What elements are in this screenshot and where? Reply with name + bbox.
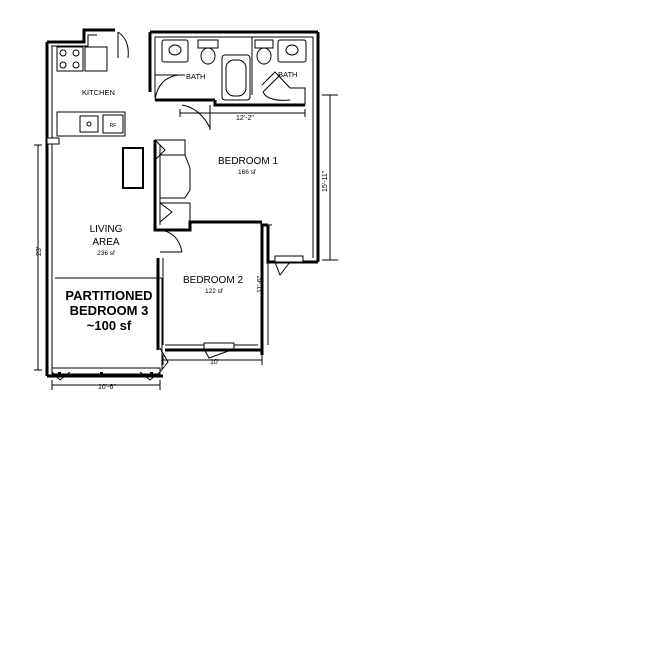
bath-right-door [262,74,291,101]
right-vanity-icon [277,39,307,63]
left-vanity-icon [161,39,189,63]
doors [154,74,291,253]
bedroom2-label: BEDROOM 2 [183,275,243,286]
dimension-labels: 12'-2" 15'-11" 23' 11'-6" 10' 10'-6" [36,115,329,391]
dimension-lines [34,94,338,390]
left-toilet-tank [197,39,219,49]
living-window [51,367,161,375]
bedroom1-window [274,255,304,263]
kitchen-island [122,147,144,189]
tub-icon [221,54,251,101]
windows [51,255,304,381]
dim-bedroom2-width: 10' [210,359,219,366]
bedroom2-sf: 122 sf [205,288,223,295]
range-icon [56,46,84,72]
bedroom1-label: BEDROOM 1 [218,156,278,167]
bath-fixtures [161,39,307,101]
living-sf: 236 sf [97,250,115,257]
dim-bedroom1-width: 12'-2" [236,115,254,122]
living-label-2: AREA [92,237,120,248]
partition-label-2: BEDROOM 3 [70,303,149,318]
svg-text:RF: RF [110,123,117,129]
bath-left-door [154,74,185,101]
partition-label-1: PARTITIONED [65,288,152,303]
dim-living-width: 10'-6" [98,384,116,391]
bath-right-label: BATH [278,70,297,79]
kitchen-label: KITCHEN [82,88,115,97]
fridge-icon [102,114,124,134]
bedroom2-door [159,229,183,253]
kitchen-fixtures: RF [46,46,144,189]
right-toilet-tank [254,39,274,49]
dim-bedroom1-depth: 15'-11" [322,170,329,192]
dim-bedroom2-depth: 11'-6" [257,275,264,293]
living-label-1: LIVING [90,224,123,235]
bedroom1-door [181,104,211,129]
left-toilet-icon [200,47,216,65]
room-labels: KITCHEN BATH BATH BEDROOM 1 166 sf LIVIN… [65,70,297,333]
dim-overall-depth: 23' [36,247,43,256]
bath-left-label: BATH [186,72,205,81]
sink-icon [79,115,99,133]
bedroom2-window [203,342,235,350]
interior-walls [55,32,306,370]
right-toilet-icon [256,47,272,65]
bedroom1-sf: 166 sf [238,169,256,176]
partition-label-3: ~100 sf [87,318,132,333]
